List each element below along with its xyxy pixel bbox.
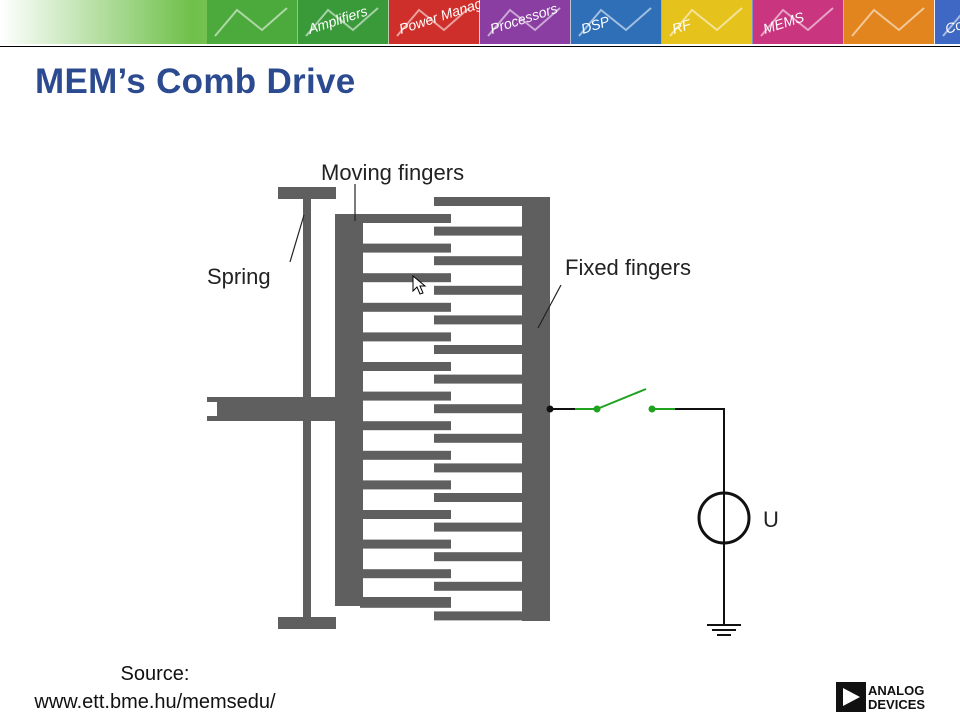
wire [675,408,725,492]
cursor-icon [412,274,427,295]
moving-finger [360,597,451,606]
fixed-fingers-label: Fixed fingers [565,255,691,280]
fixed-finger [434,433,526,443]
banner-tile-art [214,7,288,37]
moving-finger [360,332,451,342]
page-title: MEM’s Comb Drive [35,62,356,101]
banner-tile-art [760,7,834,37]
banner-tile-art [669,7,743,37]
spring-label: Spring [207,264,271,289]
moving-finger [360,480,451,490]
fixed-finger [434,404,526,414]
spring-leader [289,214,305,263]
voltage-label: U [763,507,779,532]
spring-anchor-bottom [278,617,336,629]
moving-finger [360,214,451,223]
moving-comb-spine [335,214,363,606]
shuttle-shaft [207,397,335,421]
fixed-finger [434,345,526,354]
fixed-finger [434,226,526,236]
fixed-finger [434,463,526,473]
moving-finger [360,510,451,519]
fixed-finger [434,611,526,621]
fixed-fingers-leader [537,284,562,329]
banner-tile-art [305,7,379,37]
fixed-finger [434,493,526,502]
banner-tile-art [396,7,470,37]
moving-finger [360,391,451,401]
moving-finger [360,569,451,579]
fixed-finger [434,285,526,295]
fixed-finger [434,374,526,384]
moving-fingers-label: Moving fingers [321,160,465,185]
fixed-finger [434,552,526,562]
moving-finger [360,421,451,431]
banner-tile-label: RF [670,15,694,36]
moving-finger [360,273,451,283]
moving-finger [360,539,451,549]
logo-line-2: DEVICES [868,697,926,712]
logo-triangle-icon [836,682,866,712]
fixed-finger [434,197,526,206]
logo-line-1: ANALOG [868,683,925,698]
switch-blade [596,388,647,410]
spring-anchor-top [278,187,336,199]
banner-tile-art [487,7,561,37]
fixed-finger [434,581,526,591]
moving-finger [360,302,451,312]
moving-finger [360,450,451,460]
fixed-comb-spine [522,197,550,621]
fixed-finger [434,256,526,266]
banner-tile-art [942,14,960,37]
analog-devices-logo: ANALOG DEVICES [836,682,936,712]
source-citation: Source: www.ett.bme.hu/memsedu/ [10,660,300,716]
header-divider [0,46,960,47]
banner-tile-art [578,7,652,37]
source-url[interactable]: www.ett.bme.hu/memsedu/ [34,691,276,713]
moving-finger [360,362,451,371]
moving-finger [360,243,451,253]
banner-tile-art [851,7,925,37]
fixed-finger [434,315,526,325]
source-heading: Source: [120,663,190,685]
fixed-finger [434,522,526,532]
